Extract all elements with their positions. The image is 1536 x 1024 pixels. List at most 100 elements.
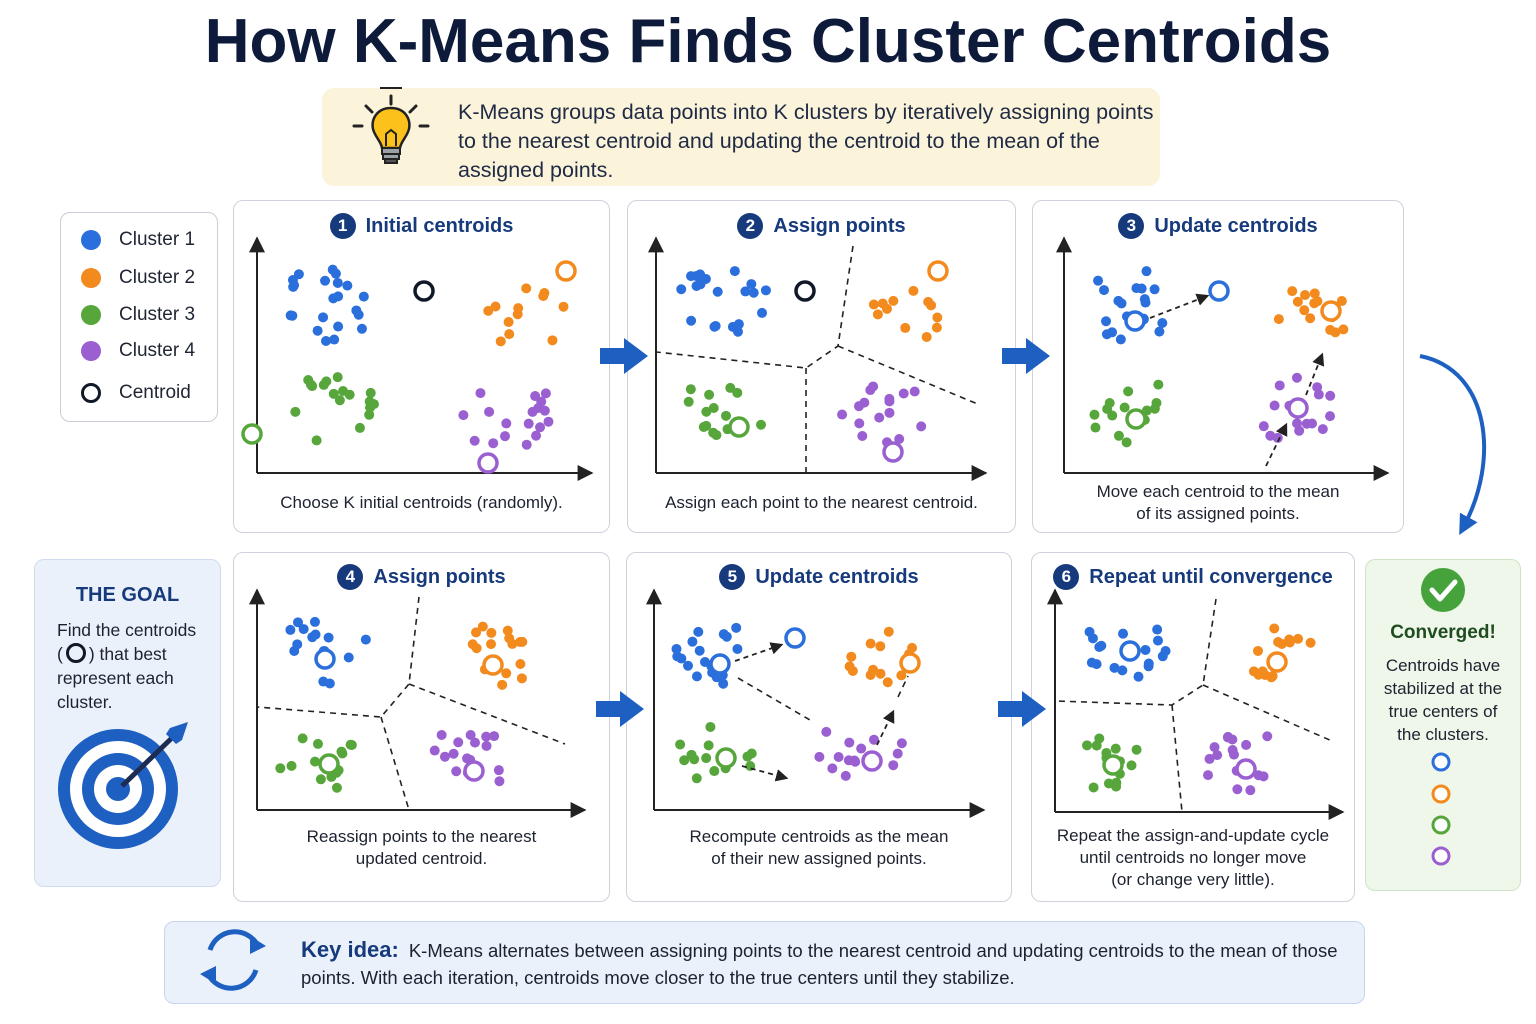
cluster-1-point bbox=[1087, 633, 1098, 644]
centroid-ring bbox=[555, 260, 577, 282]
centroid-ring bbox=[1124, 310, 1146, 332]
cluster-2-point bbox=[1338, 324, 1349, 335]
cluster-1-point bbox=[1152, 624, 1163, 635]
cluster-4-point bbox=[1222, 731, 1233, 742]
cluster-2-point bbox=[1252, 645, 1263, 656]
cluster-4-point bbox=[1258, 421, 1269, 432]
cluster-1-point bbox=[683, 660, 694, 671]
cluster-3-point bbox=[1131, 744, 1142, 755]
cluster-4-point bbox=[1245, 785, 1256, 796]
cluster-3-point bbox=[336, 746, 347, 757]
cluster-1-point bbox=[712, 286, 723, 297]
key-idea-label: Key idea: bbox=[301, 937, 399, 962]
cluster-4-point bbox=[429, 745, 440, 756]
cluster-4-point bbox=[1274, 380, 1285, 391]
cluster-1-point bbox=[1160, 646, 1171, 657]
lightbulb-icon bbox=[352, 87, 430, 164]
key-idea-box: Key idea:K-Means alternates between assi… bbox=[164, 921, 1365, 1004]
cluster-4-point bbox=[543, 416, 554, 427]
cluster-1-point bbox=[1136, 283, 1147, 294]
cluster-4-point bbox=[481, 740, 492, 751]
cluster-4-point bbox=[843, 755, 854, 766]
cluster-2-point bbox=[1257, 666, 1268, 677]
cluster-2-point bbox=[516, 673, 527, 684]
cluster-4-point bbox=[465, 730, 476, 741]
cluster-4-point bbox=[494, 776, 505, 787]
cluster-4-point bbox=[1209, 742, 1220, 753]
cluster-3-point bbox=[1107, 410, 1118, 421]
cluster-1-point bbox=[1099, 285, 1110, 296]
cluster-1-point bbox=[360, 634, 371, 645]
cluster-4-point bbox=[521, 439, 532, 450]
cluster-4-point bbox=[857, 430, 868, 441]
cluster-1-point bbox=[342, 280, 353, 291]
intro-text: K-Means groups data points into K cluste… bbox=[458, 100, 1154, 182]
cluster-2-point bbox=[515, 659, 526, 670]
cluster-1-point bbox=[710, 320, 721, 331]
converged-centroid-icon bbox=[1431, 846, 1451, 866]
cluster-4-point bbox=[470, 737, 481, 748]
cluster-3-point bbox=[290, 406, 301, 417]
cluster-4-point bbox=[896, 738, 907, 749]
cluster-1-point bbox=[694, 645, 705, 656]
cluster-1-point bbox=[691, 281, 702, 292]
cluster-2-point bbox=[926, 300, 937, 311]
cluster-3-point bbox=[691, 773, 702, 784]
cluster-1-point bbox=[333, 291, 344, 302]
target-arrow-icon bbox=[120, 732, 178, 788]
cluster-1-point bbox=[320, 275, 331, 286]
cluster-4-point bbox=[868, 734, 879, 745]
cluster-3-point bbox=[1113, 430, 1124, 441]
cluster-2-point bbox=[846, 651, 857, 662]
step-number: 4 bbox=[337, 564, 364, 590]
cluster-4-point bbox=[539, 405, 550, 416]
cluster-1-point bbox=[1091, 659, 1102, 670]
cluster-4-point bbox=[865, 385, 876, 396]
cluster-1-point bbox=[298, 624, 309, 635]
centroid-ring bbox=[1125, 408, 1147, 430]
decision-boundary bbox=[1171, 704, 1183, 813]
cluster-2-point bbox=[1287, 286, 1298, 297]
cluster-3-point bbox=[309, 756, 320, 767]
cluster-4-point bbox=[458, 410, 469, 421]
cluster-2-point bbox=[1273, 314, 1284, 325]
refresh-arrowhead-icon bbox=[200, 966, 216, 984]
cluster-4-point bbox=[451, 766, 462, 777]
cluster-1-point bbox=[1109, 662, 1120, 673]
cluster-4-point bbox=[493, 765, 504, 776]
cluster-4-point bbox=[1294, 425, 1305, 436]
cluster-2-point bbox=[471, 643, 482, 654]
centroid-ring bbox=[899, 652, 921, 674]
centroid-move-arrow bbox=[741, 765, 789, 782]
checkmark-icon bbox=[1421, 568, 1465, 612]
cluster-2-point bbox=[875, 641, 886, 652]
centroid-ring bbox=[413, 280, 435, 302]
cluster-2-point bbox=[907, 642, 918, 653]
cluster-3-point bbox=[365, 387, 376, 398]
centroid-ring bbox=[715, 747, 737, 769]
cluster-2-point bbox=[1330, 327, 1341, 338]
cluster-4-point bbox=[1269, 400, 1280, 411]
legend-item-cluster-3: Cluster 3 bbox=[81, 303, 195, 327]
cluster-4-point bbox=[884, 396, 895, 407]
step-title: Update centroids bbox=[755, 565, 919, 588]
cluster-2-point bbox=[931, 322, 942, 333]
cluster-2-point bbox=[921, 331, 932, 342]
centroid-ring bbox=[1235, 758, 1257, 780]
key-idea-text: K-Means alternates between assigning poi… bbox=[301, 940, 1338, 988]
cluster-4-point bbox=[484, 406, 495, 417]
cluster-3-point bbox=[344, 389, 355, 400]
cluster-2-point bbox=[502, 625, 513, 636]
cluster-1-point bbox=[732, 326, 743, 337]
cluster-4-point bbox=[1204, 753, 1215, 764]
cluster-2-point bbox=[1267, 671, 1278, 682]
cluster-3-point bbox=[332, 372, 343, 383]
arrow-right-icon bbox=[600, 338, 648, 374]
cluster-2-point bbox=[932, 312, 943, 323]
cluster-1-point bbox=[693, 626, 704, 637]
cluster-2-point bbox=[490, 301, 501, 312]
decision-boundary bbox=[897, 675, 909, 698]
cluster-2-point bbox=[1299, 305, 1310, 316]
cluster-2-point bbox=[483, 305, 494, 316]
